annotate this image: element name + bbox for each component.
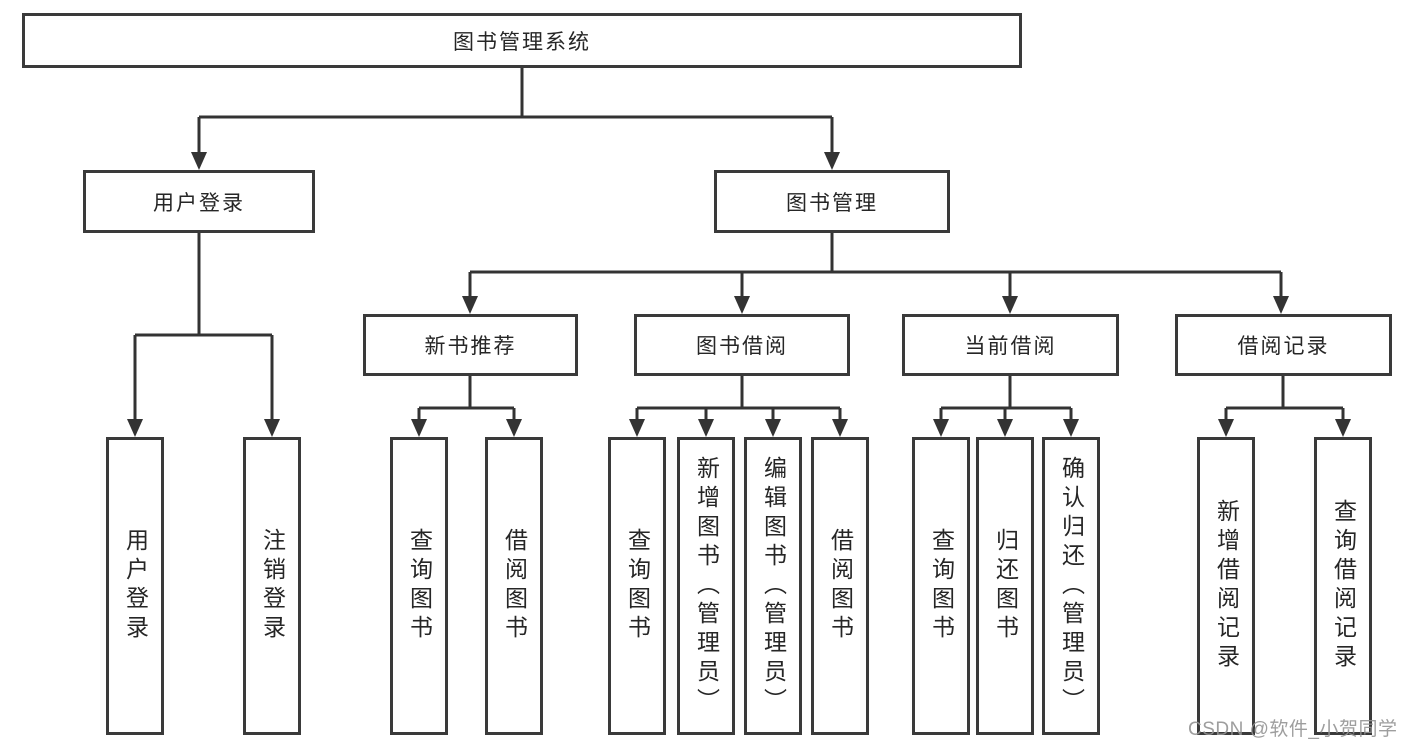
node-leaf-br-add-record-label: 新增借阅记录 <box>1213 499 1240 673</box>
node-borrow-records: 借阅记录 <box>1175 314 1392 376</box>
node-leaf-cb-confirm-return-admin: 确认归还（管理员） <box>1042 437 1100 735</box>
node-leaf-user-login-label: 用户登录 <box>122 528 149 644</box>
node-root: 图书管理系统 <box>22 13 1022 68</box>
node-leaf-bb-add-book-admin: 新增图书（管理员） <box>677 437 735 735</box>
node-leaf-logout: 注销登录 <box>243 437 301 735</box>
node-leaf-logout-label: 注销登录 <box>259 528 286 644</box>
node-leaf-nb-query-book: 查询图书 <box>390 437 448 735</box>
node-root-label: 图书管理系统 <box>453 30 591 54</box>
connector-borrow-records <box>1224 376 1345 423</box>
node-leaf-nb-query-book-label: 查询图书 <box>406 528 433 644</box>
node-leaf-cb-confirm-return-admin-label: 确认归还（管理员） <box>1058 455 1085 717</box>
node-new-book-recommend-label: 新书推荐 <box>424 335 517 358</box>
node-leaf-br-add-record: 新增借阅记录 <box>1197 437 1255 735</box>
node-leaf-bb-add-book-admin-label: 新增图书（管理员） <box>693 455 720 717</box>
connector-root <box>197 68 834 156</box>
connector-book-management <box>468 233 1283 300</box>
node-leaf-bb-query-book: 查询图书 <box>608 437 666 735</box>
node-leaf-cb-return-book: 归还图书 <box>976 437 1034 735</box>
node-leaf-cb-query-book-label: 查询图书 <box>928 528 955 644</box>
node-leaf-nb-borrow-book: 借阅图书 <box>485 437 543 735</box>
node-user-login-label: 用户登录 <box>153 191 245 215</box>
node-leaf-bb-edit-book-admin: 编辑图书（管理员） <box>744 437 802 735</box>
connector-new-book-recommend <box>417 376 516 423</box>
node-book-borrow-label: 图书借阅 <box>696 335 788 358</box>
node-leaf-nb-borrow-book-label: 借阅图书 <box>501 528 528 644</box>
node-new-book-recommend: 新书推荐 <box>363 314 578 376</box>
node-borrow-records-label: 借阅记录 <box>1237 335 1330 358</box>
connector-book-borrow <box>635 376 842 423</box>
node-leaf-br-query-record-label: 查询借阅记录 <box>1330 499 1357 673</box>
node-leaf-br-query-record: 查询借阅记录 <box>1314 437 1372 735</box>
node-current-borrow: 当前借阅 <box>902 314 1119 376</box>
node-book-borrow: 图书借阅 <box>634 314 850 376</box>
node-leaf-user-login: 用户登录 <box>106 437 164 735</box>
arrowheads <box>127 152 1351 437</box>
node-current-borrow-label: 当前借阅 <box>964 335 1057 358</box>
node-user-login: 用户登录 <box>83 170 315 233</box>
connector-current-borrow <box>939 376 1073 423</box>
node-leaf-cb-query-book: 查询图书 <box>912 437 970 735</box>
node-leaf-bb-borrow-book-label: 借阅图书 <box>827 528 854 644</box>
node-book-management-label: 图书管理 <box>786 191 878 215</box>
watermark: CSDN @软件_小贺同学 <box>1188 719 1398 740</box>
connector-user-login <box>133 233 274 423</box>
node-leaf-bb-borrow-book: 借阅图书 <box>811 437 869 735</box>
node-book-management: 图书管理 <box>714 170 950 233</box>
node-leaf-bb-query-book-label: 查询图书 <box>624 528 651 644</box>
node-leaf-bb-edit-book-admin-label: 编辑图书（管理员） <box>760 455 787 717</box>
node-leaf-cb-return-book-label: 归还图书 <box>992 528 1019 644</box>
